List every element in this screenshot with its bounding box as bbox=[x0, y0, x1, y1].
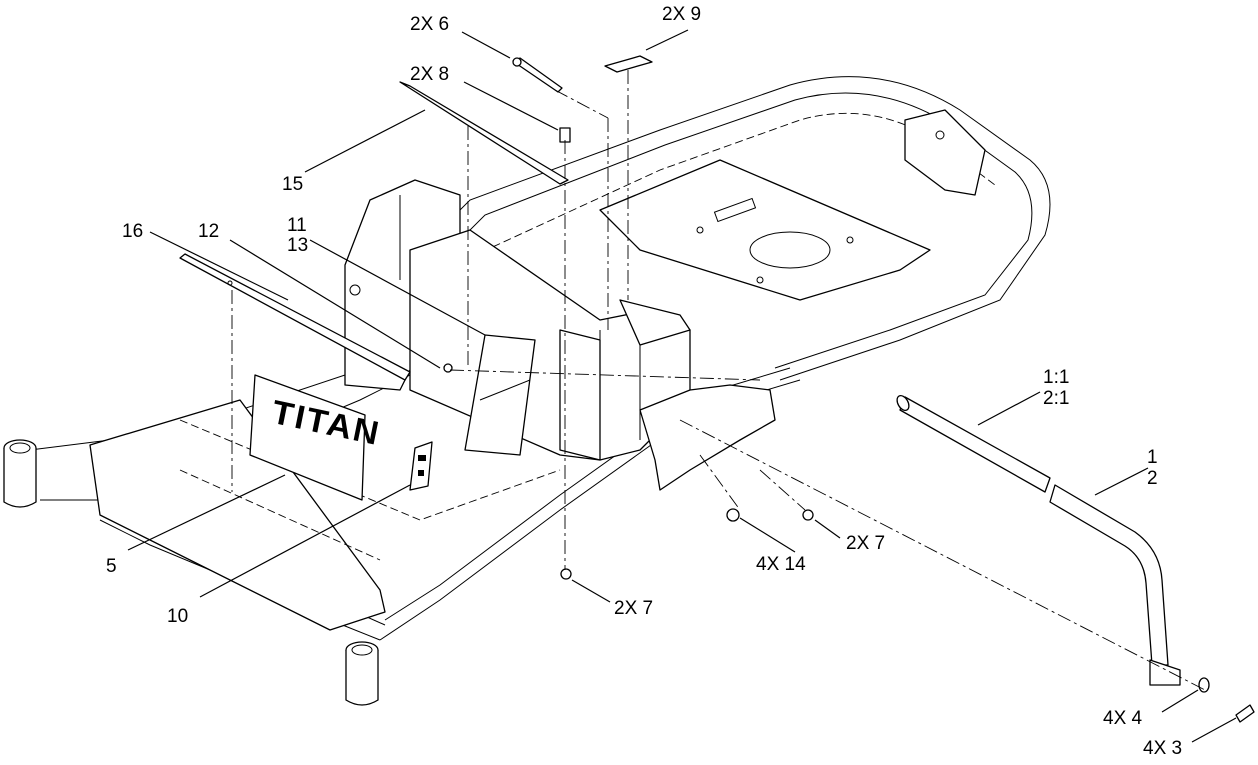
bolt-8 bbox=[559, 127, 571, 143]
washer-4 bbox=[1198, 677, 1210, 693]
callout-1: 1 bbox=[1147, 447, 1158, 468]
nut-7-right bbox=[802, 509, 814, 521]
titan-panel: TITAN bbox=[249, 374, 380, 501]
callout-15: 15 bbox=[282, 174, 303, 195]
handle-bar bbox=[1049, 484, 1181, 686]
bolt-14 bbox=[726, 508, 740, 522]
callout-4x14: 4X 14 bbox=[756, 554, 806, 575]
strip-16 bbox=[179, 253, 411, 381]
callout-2x9: 2X 9 bbox=[662, 4, 701, 25]
callout-4x4: 4X 4 bbox=[1103, 708, 1143, 729]
callout-12: 12 bbox=[198, 221, 219, 242]
callout-2x7-right: 2X 7 bbox=[846, 533, 885, 554]
left-caster-socket bbox=[3, 439, 37, 508]
callout-2x8: 2X 8 bbox=[410, 64, 449, 85]
screw-12 bbox=[443, 363, 453, 373]
strip-15 bbox=[399, 81, 569, 185]
label-9 bbox=[604, 55, 653, 73]
callout-4x3: 4X 3 bbox=[1143, 738, 1182, 759]
callout-11: 11 bbox=[287, 215, 307, 236]
callout-2-1: 2:1 bbox=[1043, 388, 1069, 409]
handle-grip bbox=[896, 394, 1051, 493]
callout-2: 2 bbox=[1147, 468, 1158, 489]
callouts: 2X 6 2X 9 2X 8 15 16 12 11 13 1:1 2:1 1 … bbox=[106, 4, 1182, 759]
leader-lines bbox=[127, 29, 1237, 743]
callout-2x6: 2X 6 bbox=[410, 14, 449, 35]
callout-1-1: 1:1 bbox=[1043, 367, 1069, 388]
decal bbox=[409, 441, 433, 491]
bolt-3 bbox=[1235, 704, 1255, 723]
callout-10: 10 bbox=[167, 606, 188, 627]
rear-upper-bracket bbox=[904, 109, 986, 196]
callout-2x7-bottom: 2X 7 bbox=[614, 598, 653, 619]
callout-5: 5 bbox=[106, 556, 117, 577]
callout-16: 16 bbox=[122, 221, 143, 242]
right-side-shield bbox=[639, 384, 776, 491]
seat-cover-panel bbox=[464, 334, 536, 456]
alignment-lines bbox=[231, 70, 1206, 691]
pin-6 bbox=[512, 57, 563, 93]
callout-13: 13 bbox=[287, 235, 308, 256]
engine-deck-plate bbox=[599, 159, 931, 301]
right-caster-socket bbox=[345, 641, 379, 706]
nut-7-bottom bbox=[560, 568, 572, 580]
